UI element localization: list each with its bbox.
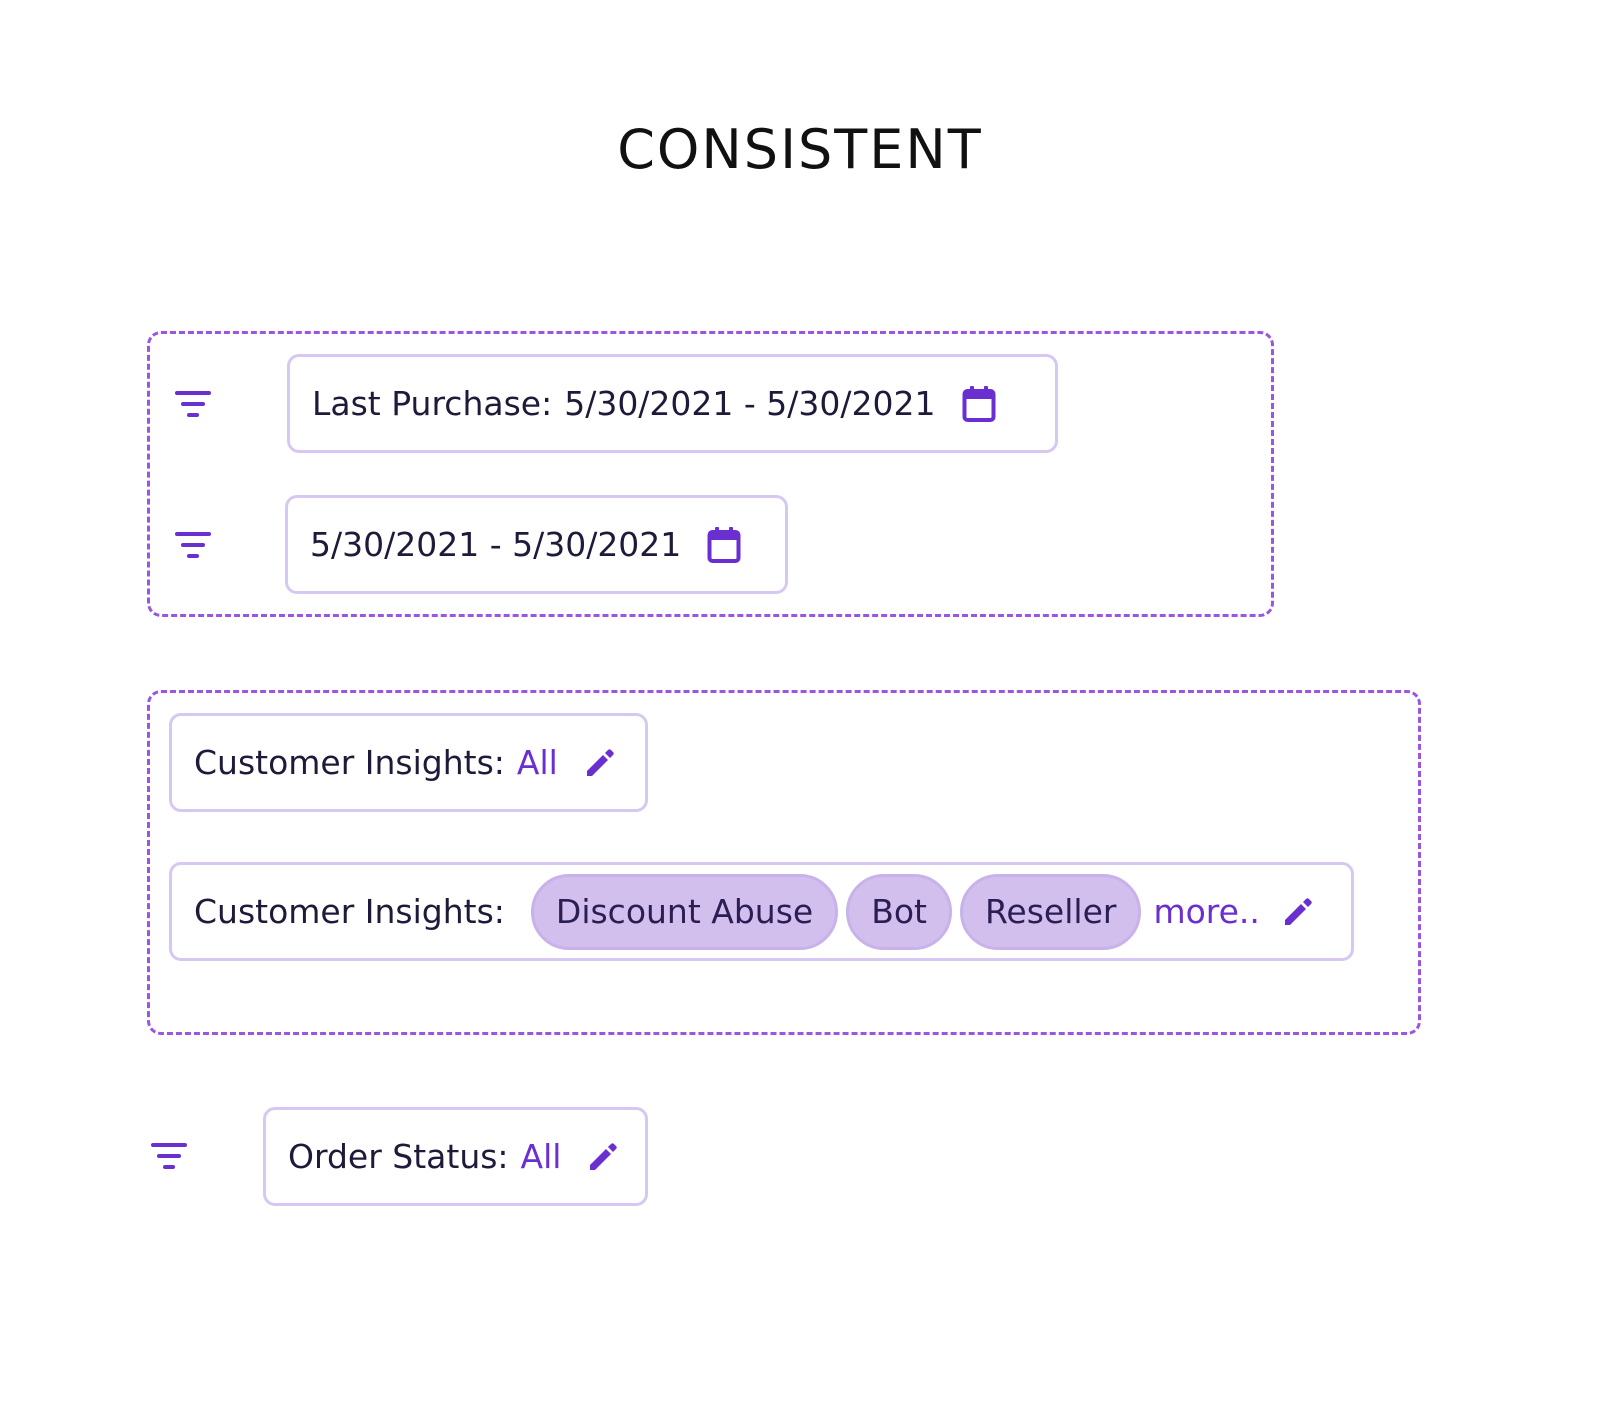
customer-insights-label: Customer Insights:	[194, 743, 505, 782]
date-range-filter[interactable]: 5/30/2021 - 5/30/2021	[285, 495, 788, 594]
last-purchase-label: Last Purchase:	[312, 384, 553, 423]
customer-insights-label: Customer Insights:	[194, 892, 505, 931]
customer-insights-tags-filter[interactable]: Customer Insights: Discount Abuse Bot Re…	[169, 862, 1354, 961]
pencil-icon[interactable]	[587, 1141, 619, 1173]
filter-icon[interactable]	[173, 384, 213, 424]
customer-insights-all-filter[interactable]: Customer Insights: All	[169, 713, 648, 812]
filter-icon[interactable]	[149, 1136, 189, 1176]
tag-bot[interactable]: Bot	[846, 873, 952, 950]
tag-discount-abuse[interactable]: Discount Abuse	[530, 873, 839, 950]
customer-insights-group	[147, 690, 1421, 1035]
tag-reseller[interactable]: Reseller	[959, 873, 1142, 950]
last-purchase-date-filter[interactable]: Last Purchase: 5/30/2021 - 5/30/2021	[287, 354, 1058, 453]
page-title: CONSISTENT	[617, 118, 983, 181]
order-status-filter[interactable]: Order Status: All	[263, 1107, 648, 1206]
tag-list: Discount Abuse Bot Reseller	[530, 873, 1150, 950]
filter-icon[interactable]	[173, 525, 213, 565]
last-purchase-date-range: 5/30/2021 - 5/30/2021	[564, 384, 936, 423]
calendar-icon[interactable]	[962, 385, 996, 423]
date-filters-group	[147, 331, 1274, 617]
order-status-value: All	[520, 1137, 562, 1176]
date-range-text: 5/30/2021 - 5/30/2021	[310, 525, 682, 564]
customer-insights-value: All	[516, 743, 558, 782]
order-status-label: Order Status:	[288, 1137, 509, 1176]
more-tags-link[interactable]: more..	[1153, 892, 1260, 931]
pencil-icon[interactable]	[1282, 896, 1314, 928]
pencil-icon[interactable]	[584, 747, 616, 779]
calendar-icon[interactable]	[707, 526, 741, 564]
